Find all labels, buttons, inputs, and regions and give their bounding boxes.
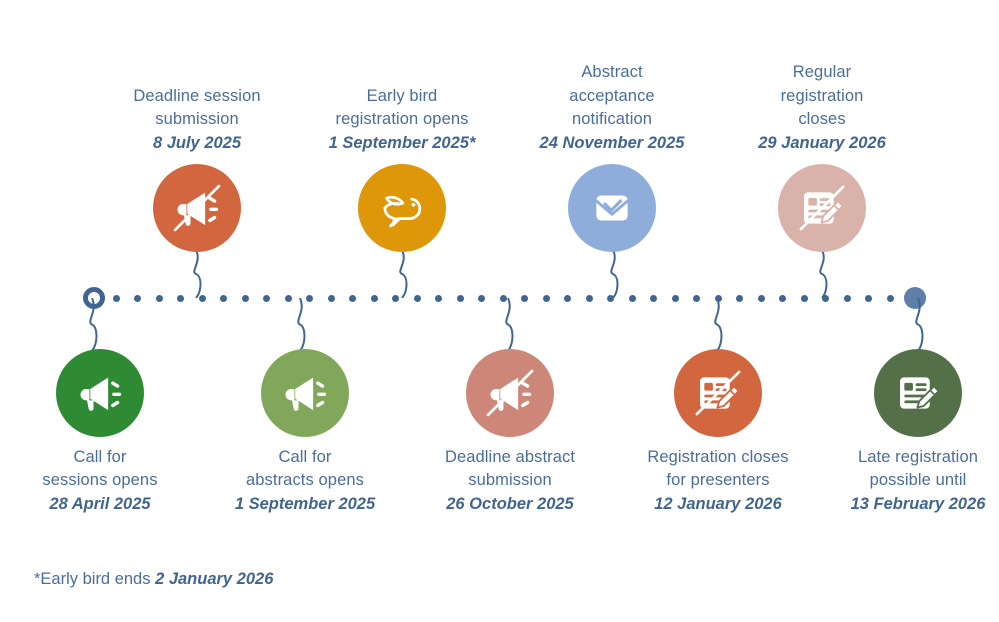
event-caption: Abstract acceptance notification 24 Novembe…	[512, 61, 712, 155]
bird-icon[interactable]	[358, 164, 446, 252]
event-label-line: sessions opens	[42, 471, 158, 490]
axis-dot	[714, 294, 722, 302]
event-date: 1 September 2025	[234, 494, 376, 513]
axis-dot	[886, 294, 894, 302]
axis-dot	[370, 294, 378, 302]
event-label-line: Call for	[73, 448, 127, 466]
axis-dot	[327, 294, 335, 302]
event-label-line: Call for	[278, 448, 332, 466]
axis-dot	[349, 294, 356, 302]
event-date: 26 October 2025	[446, 494, 574, 513]
event-caption: Late registration possible until 13 Februa…	[818, 446, 999, 516]
event-caption: Registration closes for presenters 12 Janu…	[618, 446, 818, 516]
axis-dot	[693, 294, 700, 302]
axis-dot	[843, 294, 851, 302]
footnote-text: *Early bird ends	[34, 570, 156, 588]
event-label-line: Regular	[792, 63, 852, 82]
axis-dot	[155, 294, 163, 302]
event-label-line: Registration closes	[647, 448, 789, 466]
event-date: 28 April 2025	[49, 494, 151, 513]
axis-dot	[112, 294, 120, 302]
event-caption: Call for sessions opens 28 April 2025	[0, 446, 200, 516]
megaphone-slashed-icon[interactable]	[466, 349, 554, 437]
event-label-line: submission	[468, 471, 552, 490]
timeline-event-deadline-abstract-submission[interactable]: Deadline abstract submission 26 October 20…	[410, 349, 610, 516]
event-date: 24 November 2025	[539, 133, 685, 152]
axis-dot	[456, 294, 464, 302]
timeline-event-early-bird-registration-opens[interactable]: Early bird registration opens 1 September …	[302, 0, 502, 252]
axis-dot	[478, 294, 485, 302]
timeline-event-late-registration-possible-until[interactable]: Late registration possible until 13 Februa…	[818, 349, 999, 516]
event-label-line: abstracts opens	[246, 471, 364, 490]
event-label-line: registration	[780, 86, 864, 105]
axis-dot	[177, 294, 184, 302]
megaphone-slashed-icon[interactable]	[153, 164, 241, 252]
axis-dot	[779, 294, 786, 302]
event-caption: Early bird registration opens 1 September …	[302, 85, 502, 155]
timeline-event-call-for-abstracts-opens[interactable]: Call for abstracts opens 1 September 2025	[205, 349, 405, 516]
event-date: 29 January 2026	[758, 133, 886, 152]
axis-dot	[607, 294, 614, 302]
axis-dot	[542, 294, 550, 302]
axis-dot	[736, 294, 743, 302]
event-date: 8 July 2025	[152, 133, 242, 152]
event-label-line: closes	[798, 110, 846, 129]
event-label-line: acceptance	[569, 86, 655, 105]
event-caption: Deadline session submission 8 July 2025	[97, 85, 297, 155]
axis-dot	[865, 294, 872, 302]
event-caption: Regular registration closes 29 January 2026	[722, 61, 922, 155]
event-label-line: possible until	[869, 471, 967, 490]
axis-dot	[650, 294, 657, 302]
axis-dot	[757, 294, 765, 302]
megaphone-icon[interactable]	[56, 349, 144, 437]
event-date: 1 September 2025*	[328, 133, 476, 152]
megaphone-icon[interactable]	[261, 349, 349, 437]
axis-dot	[134, 294, 141, 302]
event-date: 13 February 2026	[850, 494, 986, 513]
event-label-line: Deadline abstract	[444, 448, 576, 466]
timeline-event-regular-registration-closes[interactable]: Regular registration closes 29 January 2026	[722, 0, 922, 252]
axis-dot	[521, 294, 528, 302]
footnote-date: 2 January 2026	[155, 570, 274, 588]
event-caption: Call for abstracts opens 1 September 2025	[205, 446, 405, 516]
axis-dot	[413, 294, 421, 302]
axis-dot	[671, 294, 679, 302]
axis-dot	[499, 294, 507, 302]
event-caption: Deadline abstract submission 26 October 20…	[410, 446, 610, 516]
axis-dot	[564, 294, 571, 302]
timeline-event-call-for-sessions-opens[interactable]: Call for sessions opens 28 April 2025	[0, 349, 200, 516]
event-label-line: submission	[155, 110, 239, 129]
event-label-line: registration opens	[335, 110, 469, 129]
event-label-line: for presenters	[666, 471, 770, 490]
axis-dot	[263, 294, 270, 302]
form-pencil-icon[interactable]	[874, 349, 962, 437]
axis-dot	[628, 294, 636, 302]
event-label-line: Abstract	[581, 63, 643, 82]
axis-dot	[435, 294, 442, 302]
axis-start-marker	[83, 287, 105, 309]
envelope-check-icon[interactable]	[568, 164, 656, 252]
timeline-event-abstract-acceptance-notification[interactable]: Abstract acceptance notification 24 Novembe…	[512, 0, 712, 252]
event-date: 12 January 2026	[654, 494, 782, 513]
event-label-line: Deadline session	[133, 86, 261, 105]
axis-dot	[241, 294, 249, 302]
timeline-event-registration-closes-for-presenters[interactable]: Registration closes for presenters 12 Janu…	[618, 349, 818, 516]
event-label-line: notification	[571, 110, 653, 129]
timeline-event-deadline-session-submission[interactable]: Deadline session submission 8 July 2025	[97, 0, 297, 252]
event-label-line: Late registration	[857, 448, 979, 466]
axis-dot	[822, 294, 829, 302]
axis-dot	[585, 294, 593, 302]
axis-dot	[392, 294, 399, 302]
form-pencil-slashed-icon[interactable]	[674, 349, 762, 437]
axis-end-marker	[904, 287, 926, 309]
form-pencil-slashed-icon[interactable]	[778, 164, 866, 252]
event-label-line: Early bird	[366, 86, 438, 105]
axis-dot	[220, 294, 227, 302]
axis-dot	[284, 294, 292, 302]
footnote: *Early bird ends 2 January 2026	[34, 570, 273, 589]
axis-dot	[198, 294, 206, 302]
axis-dot	[800, 294, 808, 302]
axis-dot	[306, 294, 313, 302]
